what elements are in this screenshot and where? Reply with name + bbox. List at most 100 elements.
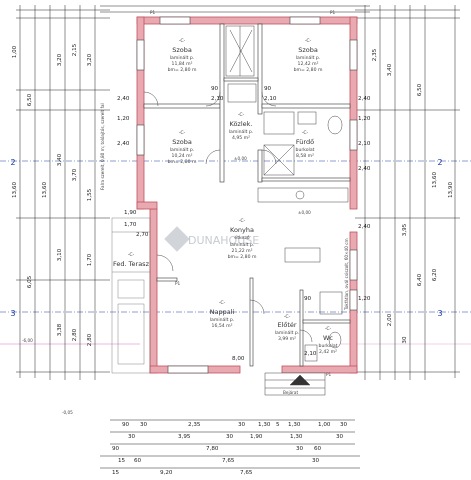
dim-label: 90 bbox=[211, 86, 219, 92]
level-marker: ±0,00 bbox=[298, 210, 311, 215]
room-area: 4,95 m² bbox=[232, 135, 250, 141]
room-wc: -C- Wc burkolat 2,42 m² bbox=[319, 326, 338, 355]
left-dimension-labels: 1,00 13,60 6,50 6,05 13,60 3,20 3,40 3,1… bbox=[12, 43, 93, 346]
dim-label: 1,90 bbox=[124, 210, 137, 216]
room-type: -C- bbox=[239, 218, 246, 224]
dim-label: 1,55 bbox=[87, 188, 93, 201]
dim-label: 6,50 bbox=[417, 83, 423, 96]
dim-label: 13,60 bbox=[12, 182, 18, 198]
dim-label: 3,70 bbox=[72, 168, 78, 181]
room-name: Szoba bbox=[172, 138, 192, 146]
dim-label: 30 bbox=[296, 446, 304, 452]
room-floor: burkolat bbox=[296, 147, 315, 153]
top-dimension bbox=[100, 5, 370, 13]
right-dimension-lines bbox=[355, 5, 460, 380]
dim-label: 2,35 bbox=[188, 422, 201, 428]
room-name-2: étkező bbox=[234, 234, 249, 241]
dim-label: 13,60 bbox=[432, 172, 438, 188]
room-eloter: -C- Előtér laminált p. 3,99 m² bbox=[275, 314, 299, 342]
room-type: -C- bbox=[179, 38, 186, 44]
room-terasz: -C- Fed. Terasz bbox=[113, 252, 150, 268]
dim-label: 30 bbox=[336, 434, 344, 440]
axis-marker: 3 bbox=[10, 309, 15, 318]
dim-label: 7,65 bbox=[222, 458, 235, 464]
dim-label: 6,50 bbox=[27, 93, 33, 106]
axis-marker: 2 bbox=[10, 158, 15, 167]
dim-label: 3,20 bbox=[57, 53, 63, 66]
room-furdo: -C- Fürdő burkolat 8,58 m² bbox=[296, 130, 315, 159]
dim-label: 3,40 bbox=[57, 153, 63, 166]
room-name: Konyha bbox=[230, 226, 254, 234]
room-floor: laminált p. bbox=[230, 241, 254, 248]
room-type: -C- bbox=[305, 38, 312, 44]
dim-label: 3,40 bbox=[387, 63, 393, 76]
dim-label: 3,95 bbox=[178, 434, 191, 440]
dim-label: 2,40 bbox=[358, 224, 371, 230]
dim-label: 2,35 bbox=[372, 48, 378, 61]
room-name: Közlek. bbox=[230, 120, 253, 128]
dim-label: 30 bbox=[226, 434, 234, 440]
dim-label: 3,95 bbox=[402, 223, 408, 236]
door-tag: P1 bbox=[330, 10, 336, 15]
dim-label: 1,30 bbox=[290, 434, 303, 440]
dim-label: 2,80 bbox=[87, 333, 93, 346]
dim-label: 6,20 bbox=[432, 268, 438, 281]
dim-label: 2,70 bbox=[136, 232, 149, 238]
dim-label: 90 bbox=[122, 422, 130, 428]
dim-label: 6,05 bbox=[27, 275, 33, 288]
dim-label: 1,70 bbox=[87, 253, 93, 266]
room-type: -C- bbox=[128, 252, 135, 258]
bathroom-fixtures bbox=[263, 111, 343, 176]
room-floor: laminált p. bbox=[170, 54, 194, 61]
dim-label: 9,20 bbox=[160, 470, 173, 476]
dim-label: 15 bbox=[112, 470, 120, 476]
room-type: -C- bbox=[302, 130, 309, 136]
room-floor: laminált p. bbox=[170, 146, 194, 153]
room-szoba-3: -C- Szoba laminált p. 10,24 m² bm= 2,80 … bbox=[168, 130, 197, 165]
level-marker: -0,05 bbox=[62, 410, 73, 415]
dim-label: 13,90 bbox=[448, 182, 454, 198]
wc-fixtures bbox=[304, 291, 343, 362]
dim-label: 30 bbox=[140, 422, 148, 428]
grid-axes bbox=[0, 160, 471, 313]
inner-dimension-labels: 1,90 1,70 2,70 8,00 90 2,10 90 2,10 2,40… bbox=[117, 86, 371, 362]
dim-label: 5 bbox=[276, 422, 280, 428]
dim-label: 2,80 bbox=[72, 328, 78, 341]
closets bbox=[225, 25, 257, 103]
room-kozlek: -C- Közlek. laminált p. 4,95 m² bbox=[229, 112, 253, 141]
dim-label: 90 bbox=[264, 86, 272, 92]
room-name: Előtér bbox=[277, 320, 296, 329]
room-name: Wc bbox=[323, 334, 333, 342]
dim-label: 30 bbox=[238, 422, 246, 428]
dim-label: 90 bbox=[304, 296, 312, 302]
room-height: bm= 2,80 m bbox=[168, 67, 197, 73]
level-label: -6,00 bbox=[22, 338, 33, 343]
room-floor: laminált p. bbox=[229, 128, 253, 135]
room-nappali: -C- Nappali laminált p. 16,54 m² bbox=[210, 300, 235, 329]
dim-label: 15 bbox=[118, 458, 126, 464]
dim-label: 2,00 bbox=[387, 313, 393, 326]
axis-marker: 3 bbox=[437, 309, 442, 318]
dim-label: 2,40 bbox=[358, 166, 371, 172]
room-type: -C- bbox=[284, 314, 291, 320]
room-height: bm= 2,80 m bbox=[294, 67, 323, 73]
room-name: Szoba bbox=[298, 46, 318, 54]
room-floor: laminált p. bbox=[296, 54, 320, 61]
dim-label: 2,40 bbox=[358, 96, 371, 102]
dim-label: 3,20 bbox=[87, 53, 93, 66]
room-height: bm= 2,80 m bbox=[168, 159, 197, 165]
room-type: -C- bbox=[179, 130, 186, 136]
dim-label: 1,70 bbox=[124, 222, 137, 228]
windows bbox=[136, 16, 358, 374]
dim-label: 90 bbox=[112, 446, 120, 452]
room-area: 10,24 m² bbox=[172, 153, 193, 159]
room-name: Nappali bbox=[210, 308, 235, 316]
room-name: Fed. Terasz bbox=[113, 260, 150, 268]
room-name: Szoba bbox=[172, 46, 192, 54]
entrance-label: Bejárat bbox=[283, 390, 298, 395]
room-szoba-1: -C- Szoba laminált p. 11,84 m² bm= 2,80 … bbox=[168, 38, 197, 73]
dim-label: 30 bbox=[340, 422, 348, 428]
room-area: 21,22 m² bbox=[232, 248, 253, 254]
room-area: 16,54 m² bbox=[212, 323, 233, 329]
room-name: Fürdő bbox=[296, 137, 314, 146]
